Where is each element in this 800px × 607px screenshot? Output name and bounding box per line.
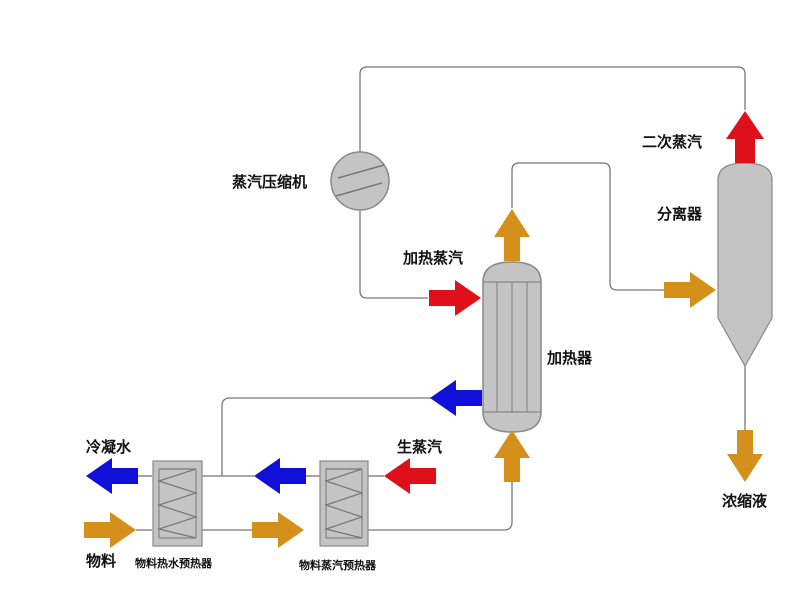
heater-vapor-outlet-arrow [494, 209, 530, 261]
separator-label: 分离器 [657, 205, 703, 223]
raw-steam-arrow [384, 458, 436, 494]
condensate-outlet-arrow [86, 458, 138, 494]
pipe-material-to-heater [368, 482, 513, 531]
heating-steam-arrow [429, 280, 481, 316]
steam-preheater-label: 物料蒸汽预热器 [299, 558, 377, 572]
steam-preheater[interactable] [319, 460, 369, 547]
condensate-label: 冷凝水 [86, 438, 132, 456]
pipe-condensate-to-preheater [221, 397, 432, 476]
heating-steam-label: 加热蒸汽 [402, 249, 463, 267]
secondary-steam-label: 二次蒸汽 [642, 133, 702, 151]
pipe-heater-to-separator [511, 162, 664, 291]
preheater-condensate-arrow [254, 458, 306, 494]
separator[interactable] [717, 162, 773, 368]
pipe-compressor-to-heater [359, 210, 428, 299]
compressor-label: 蒸汽压缩机 [232, 173, 307, 191]
heater-condensate-arrow [430, 380, 482, 416]
steam-compressor[interactable] [330, 151, 390, 211]
separator-inlet-arrow [664, 272, 716, 308]
hot-water-preheater-label: 物料热水预热器 [135, 556, 213, 570]
material-transfer-arrow [252, 512, 304, 548]
heater-label: 加热器 [546, 349, 593, 367]
material-label: 物料 [86, 552, 116, 570]
concentrate-label: 浓缩液 [722, 492, 768, 510]
material-inlet-arrow [84, 512, 136, 548]
heater-material-inlet-arrow [494, 430, 530, 482]
hot-water-preheater[interactable] [152, 460, 203, 547]
concentrate-outlet-arrow [727, 430, 763, 482]
pipe-secondary-steam-return [359, 66, 746, 152]
heater[interactable] [482, 261, 542, 433]
secondary-steam-arrow [726, 111, 764, 163]
raw-steam-label: 生蒸汽 [397, 438, 442, 456]
